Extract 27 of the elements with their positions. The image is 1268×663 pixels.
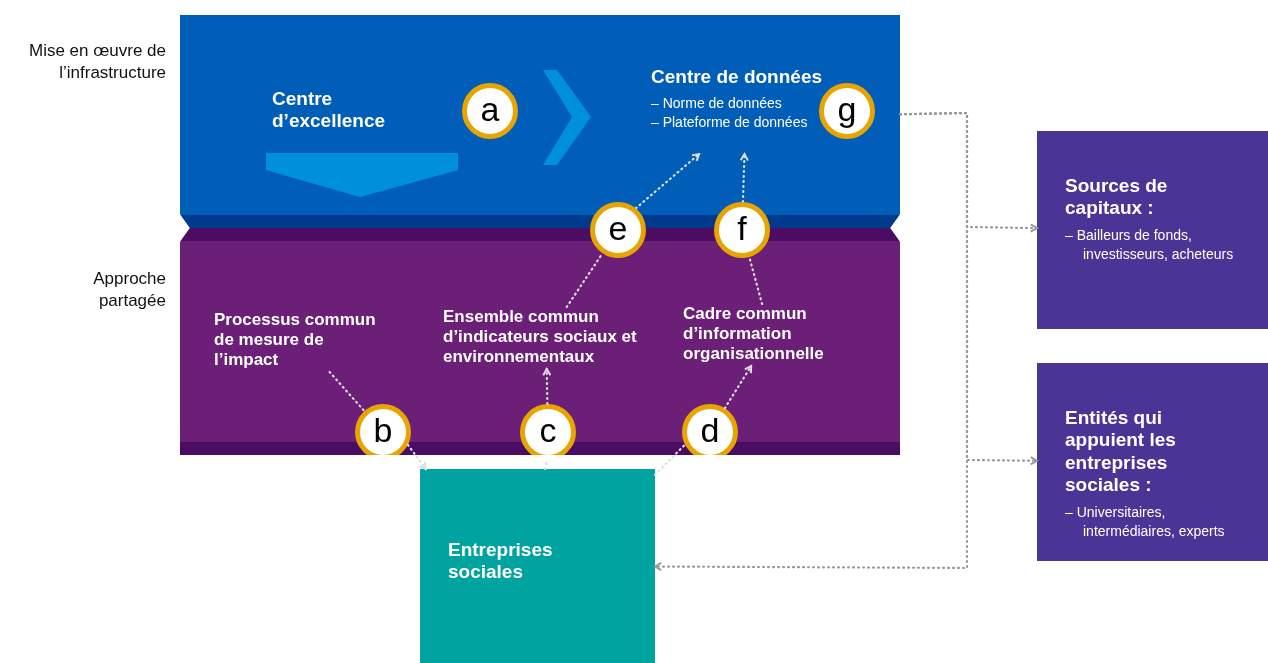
enterprise-box — [420, 469, 655, 663]
letter-circle: a — [462, 83, 518, 139]
dotted-arrow — [634, 152, 701, 210]
stakeholder-box — [1037, 363, 1268, 561]
bullet-item: – Bailleurs de fonds, investisseurs, acheteurs — [1065, 225, 1235, 264]
dotted-arrow — [723, 364, 753, 410]
letter-circle: g — [819, 83, 875, 139]
dotted-line — [328, 370, 366, 413]
dotted-arrow — [739, 152, 749, 204]
heading: Ensemble commun d’indicateurs sociaux et environnementaux — [443, 307, 638, 368]
heading: Cadre commun d’information organisationnelle — [683, 304, 825, 365]
bullet-item: – Universitaires, intermédiaires, experts — [1065, 502, 1226, 541]
side-label: Approche partagée — [92, 268, 166, 312]
dotted-line — [565, 252, 604, 309]
heading: Centre d’excellence — [272, 88, 387, 133]
dotted-arrow — [653, 111, 969, 572]
heading: Entreprises sociales — [448, 539, 554, 584]
heading: Entités qui appuient les entreprises sociales : — [1065, 407, 1177, 497]
stakeholder-box — [1037, 131, 1268, 329]
side-label: Mise en œuvre de l’infrastructure — [28, 40, 166, 84]
bullet-item: – Norme de données — [651, 94, 783, 114]
heading: Sources de capitaux : — [1065, 175, 1169, 220]
heading: Processus commun de mesure de l’impact — [214, 310, 377, 371]
dotted-arrow — [542, 367, 552, 406]
dotted-arrow — [406, 443, 427, 471]
dotted-line — [653, 443, 687, 476]
bullet-item: – Plateforme de données — [651, 113, 809, 133]
